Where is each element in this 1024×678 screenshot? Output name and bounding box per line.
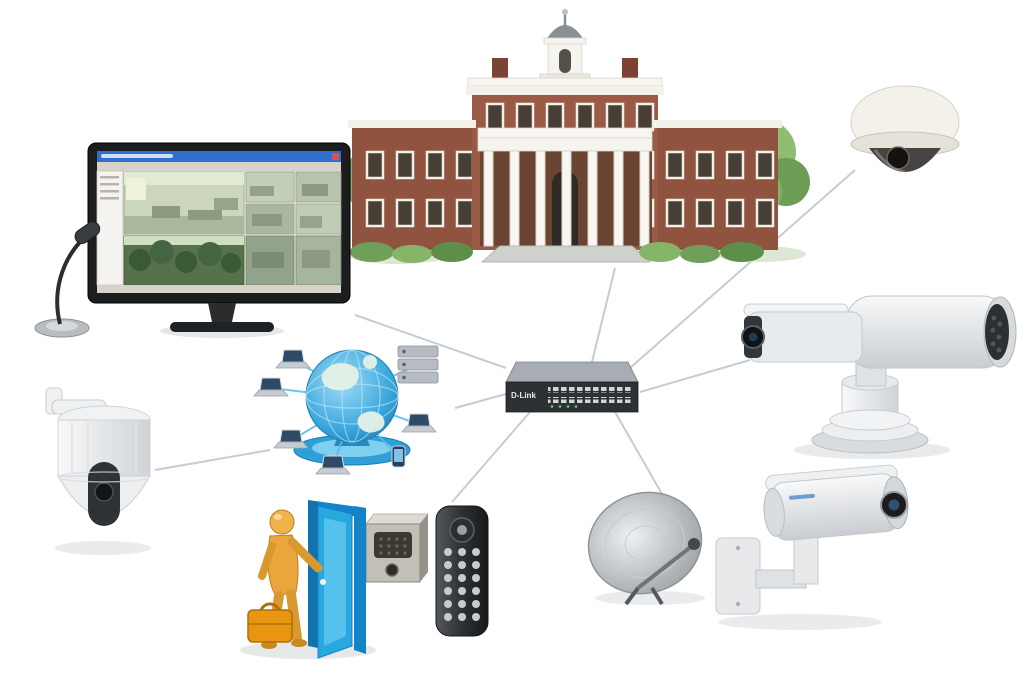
front-steps bbox=[480, 245, 652, 263]
portico bbox=[477, 127, 653, 263]
network-globe bbox=[253, 345, 439, 475]
switch-brand-label: D-Link bbox=[511, 391, 536, 400]
speed-dome-shadow bbox=[55, 541, 151, 555]
mount-riser bbox=[793, 535, 819, 585]
smartphone-icon bbox=[391, 445, 406, 468]
connection-switch-monitor bbox=[354, 314, 507, 369]
open-door-leaf bbox=[317, 505, 353, 659]
feed-arm bbox=[636, 544, 694, 590]
bushes bbox=[350, 242, 764, 263]
remote-buttons bbox=[444, 548, 480, 621]
globe-network-icon bbox=[305, 349, 399, 443]
monitor-stand-neck bbox=[208, 303, 236, 322]
monitor-stand-base bbox=[170, 322, 274, 332]
screen-side-panel bbox=[96, 170, 124, 286]
bullet-camera bbox=[715, 464, 909, 630]
connection-lines bbox=[154, 169, 856, 509]
left-wing-cornice bbox=[348, 120, 476, 128]
camera-view-small-6 bbox=[295, 235, 342, 286]
roof-balustrade bbox=[467, 77, 663, 87]
monitor-screen bbox=[96, 151, 342, 293]
laptop-icon bbox=[253, 377, 289, 397]
right-wing-windows bbox=[664, 134, 778, 246]
ptz-ir-panel bbox=[985, 304, 1009, 360]
bullet-shadow bbox=[718, 614, 882, 630]
connection-globe-speed-dome bbox=[154, 449, 271, 471]
left-wing-windows bbox=[358, 134, 472, 246]
desk-microphone bbox=[34, 221, 101, 338]
laptop-icon bbox=[401, 413, 437, 433]
dome-lens bbox=[886, 146, 910, 170]
ceiling-dome-camera bbox=[850, 85, 960, 174]
connection-switch-globe bbox=[454, 393, 507, 409]
connection-switch-satellite bbox=[614, 411, 671, 509]
lnb-feed bbox=[688, 538, 700, 550]
screen-close-button bbox=[332, 153, 339, 160]
campus-building bbox=[342, 9, 810, 264]
speed-dome-camera bbox=[45, 387, 151, 555]
access-figure-door bbox=[240, 500, 376, 659]
monitoring-station bbox=[34, 142, 351, 338]
camera-view-small-3 bbox=[245, 203, 295, 235]
screen-status-bar bbox=[97, 285, 341, 293]
ptz-camera-housing bbox=[747, 311, 863, 363]
dish-shadow bbox=[595, 591, 705, 605]
satellite-dish bbox=[587, 491, 705, 606]
center-cornice bbox=[466, 86, 664, 95]
switch-ports-row2 bbox=[548, 397, 632, 403]
intercom-call-button bbox=[385, 563, 399, 577]
intercom-speaker-grille bbox=[374, 532, 412, 558]
network-switch: D-Link bbox=[505, 361, 639, 413]
screen-title-bar bbox=[97, 151, 341, 162]
continents bbox=[321, 355, 385, 433]
camera-view-small-5 bbox=[245, 235, 295, 286]
camera-view-small-2 bbox=[295, 171, 342, 203]
laptop-icon bbox=[275, 349, 311, 369]
connection-switch-intercom bbox=[451, 411, 531, 503]
mic-gooseneck bbox=[55, 240, 82, 325]
door-intercom bbox=[365, 513, 429, 583]
dome-lens bbox=[94, 482, 114, 502]
camera-view-small-4 bbox=[295, 203, 342, 235]
ptz-positioning-camera bbox=[741, 295, 1017, 459]
camera-view-room bbox=[123, 171, 245, 235]
dish-reflector bbox=[587, 491, 703, 595]
cupola-icon bbox=[539, 9, 591, 87]
connection-switch-building bbox=[591, 267, 616, 363]
connection-switch-ptz-camera bbox=[639, 359, 751, 393]
right-wing-cornice bbox=[654, 120, 782, 128]
server-stack-icon bbox=[397, 345, 439, 384]
microphone-icon bbox=[74, 221, 101, 244]
remote-control bbox=[435, 505, 489, 637]
camera-view-trees bbox=[123, 235, 245, 286]
briefcase-icon bbox=[247, 602, 293, 643]
connection-switch-dome-camera bbox=[629, 169, 856, 369]
screen-toolbar bbox=[97, 162, 341, 171]
switch-ports-row1 bbox=[548, 387, 632, 393]
door-handle bbox=[320, 579, 326, 585]
camera-view-small-1 bbox=[245, 171, 295, 203]
switch-top bbox=[505, 361, 639, 383]
camera-brand-mark bbox=[788, 493, 815, 500]
